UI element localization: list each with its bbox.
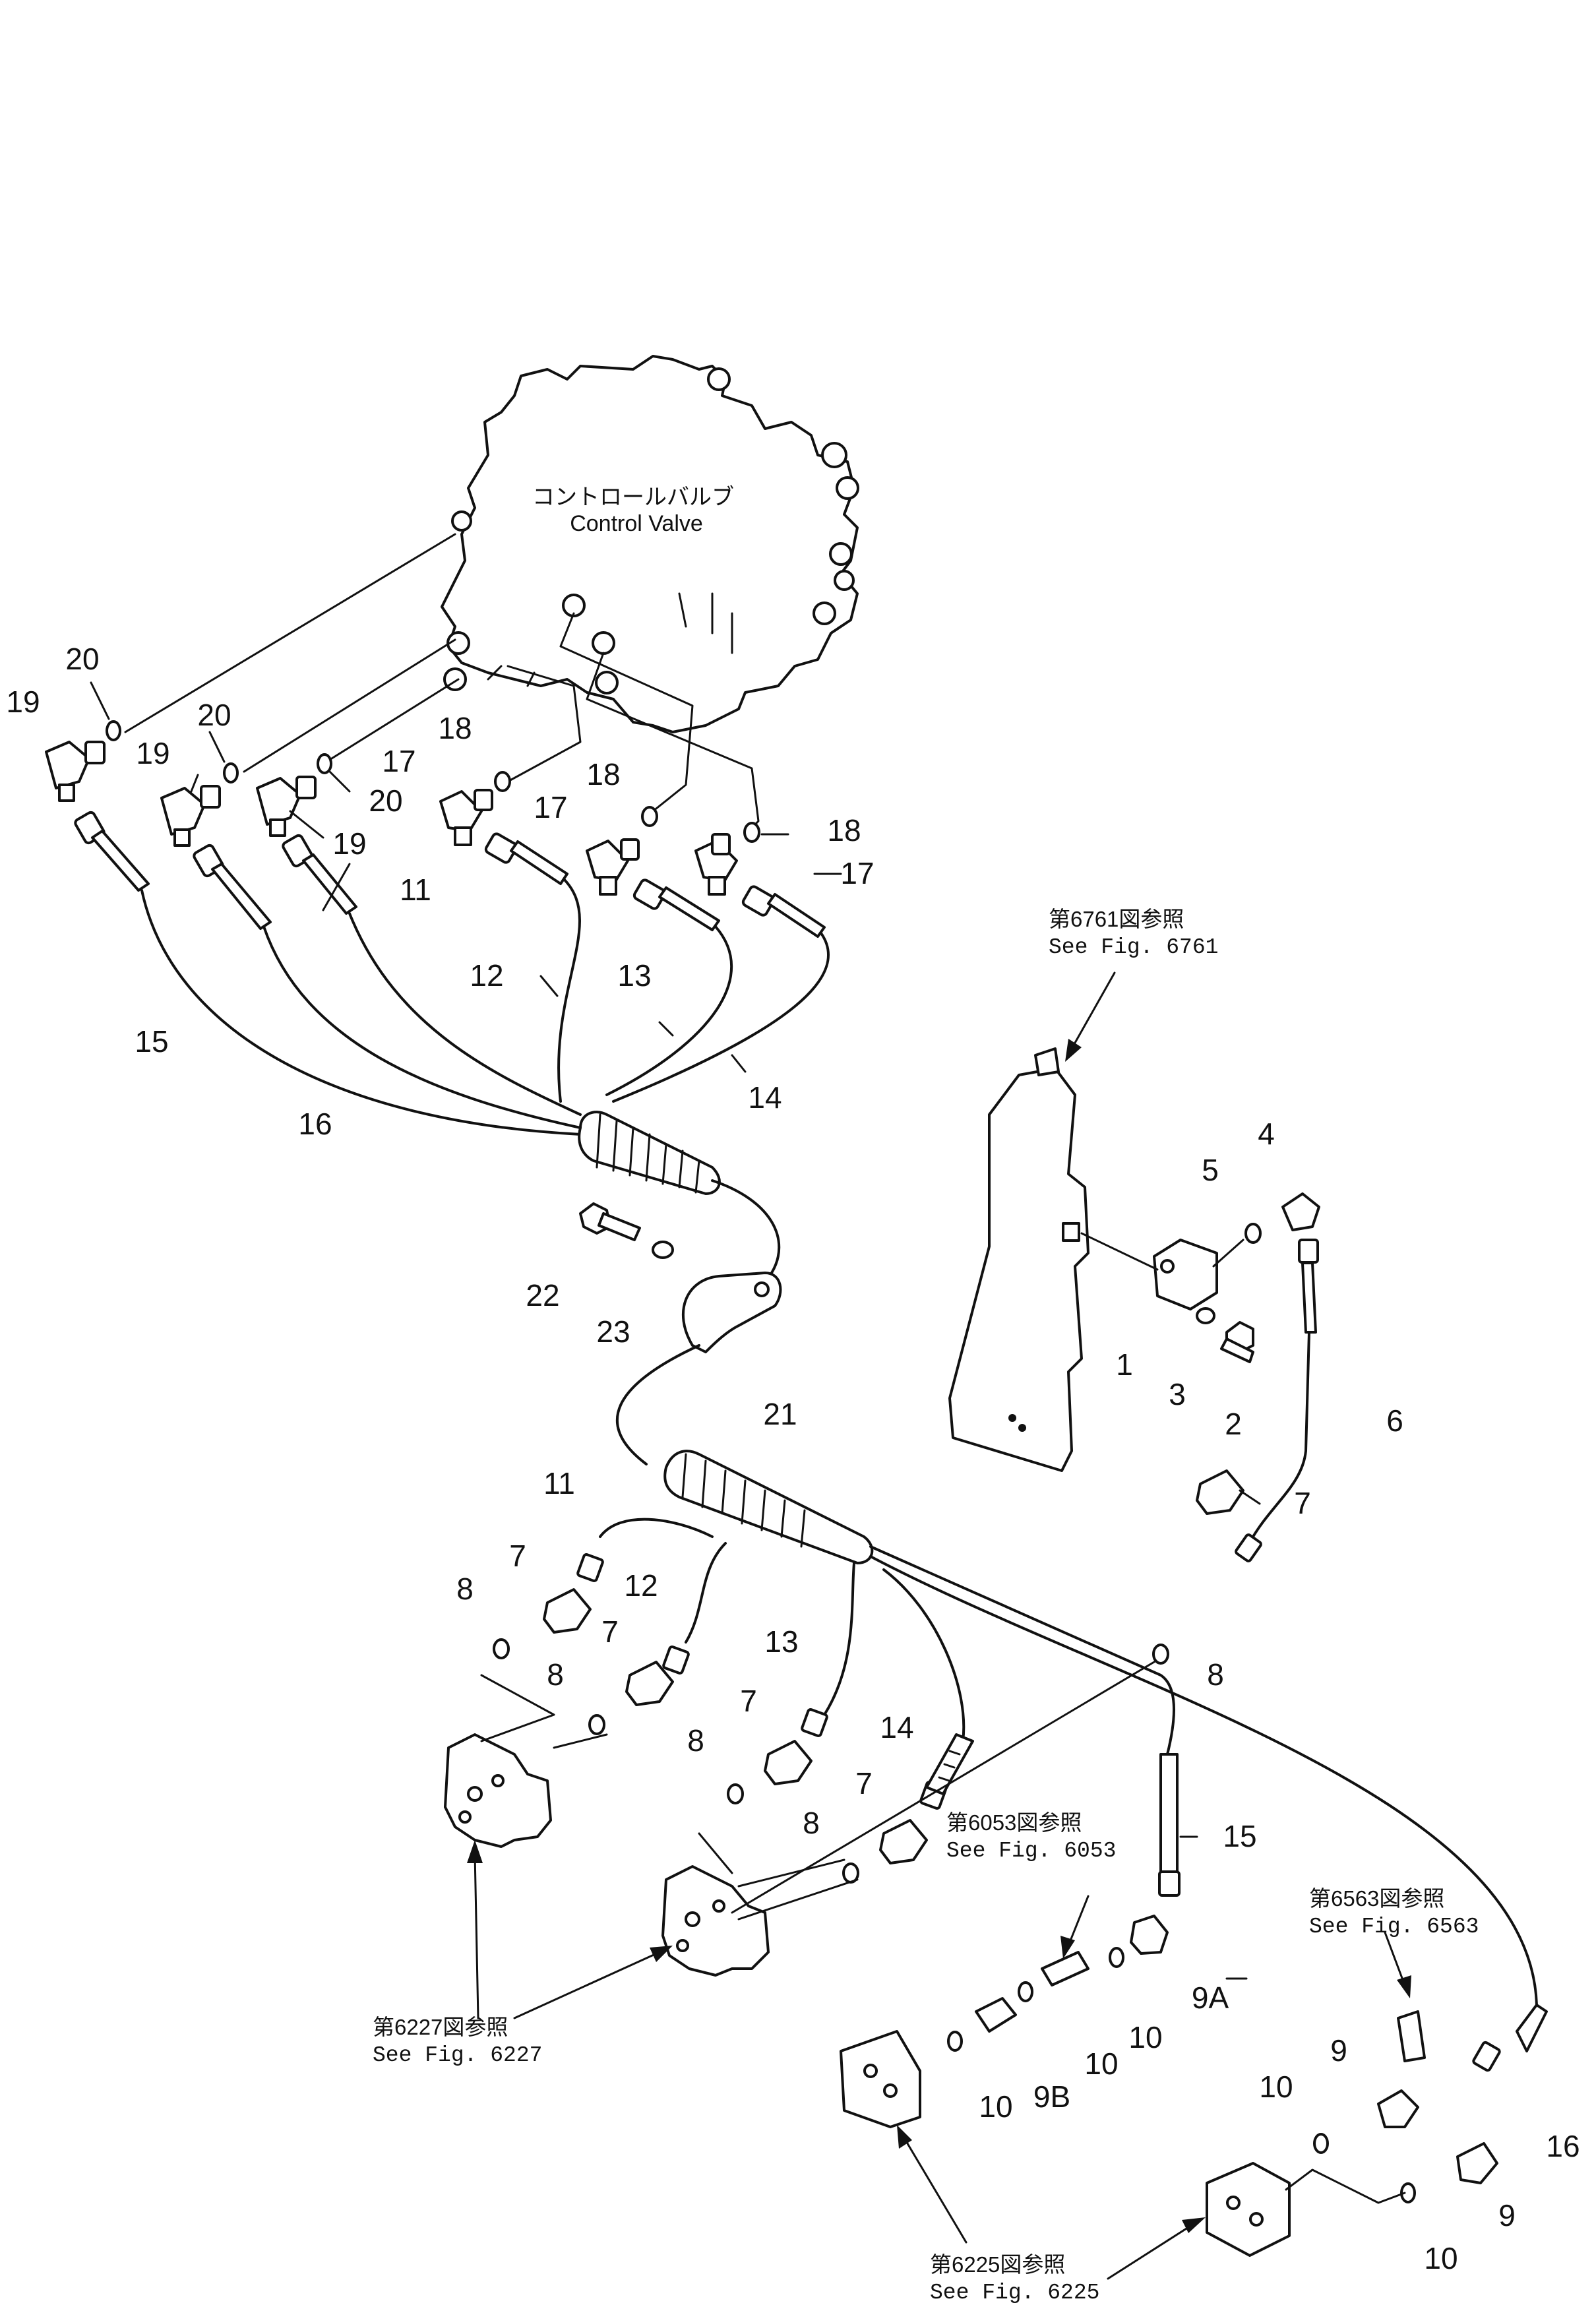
reference-arrows bbox=[467, 971, 1411, 2280]
ref-6227-jp: 第6227図参照 bbox=[373, 2015, 508, 2039]
ref-6761-en: See Fig. 6761 bbox=[1049, 935, 1218, 960]
ref-6761-jp: 第6761図参照 bbox=[1049, 907, 1184, 931]
clamp-assembly bbox=[579, 1202, 782, 1465]
ref-6225-en: See Fig. 6225 bbox=[930, 2281, 1099, 2305]
callout-8: 8 bbox=[1207, 1657, 1224, 1692]
ref-6053-jp: 第6053図参照 bbox=[946, 1810, 1082, 1835]
callout-leaders bbox=[90, 681, 1261, 1980]
callout-9B: 9B bbox=[1033, 2079, 1070, 2114]
callout-7: 7 bbox=[855, 1766, 873, 1800]
callout-13: 13 bbox=[764, 1624, 798, 1659]
callout-20: 20 bbox=[369, 784, 402, 818]
lower-fittings bbox=[840, 1753, 1548, 2257]
fig-6225-reference: 第6225図参照 See Fig. 6225 bbox=[930, 2252, 1099, 2305]
callout-10: 10 bbox=[1424, 2241, 1458, 2275]
callout-14: 14 bbox=[748, 1080, 782, 1115]
callout-7: 7 bbox=[740, 1684, 757, 1718]
callout-18: 18 bbox=[827, 813, 861, 847]
hoses-upper bbox=[74, 811, 830, 1136]
callout-7: 7 bbox=[601, 1615, 619, 1649]
callout-8: 8 bbox=[547, 1657, 564, 1692]
callout-7: 7 bbox=[509, 1539, 526, 1573]
bracket-assembly bbox=[948, 1047, 1320, 1562]
callout-10: 10 bbox=[979, 2089, 1012, 2124]
callout-20: 20 bbox=[65, 642, 99, 676]
callout-19: 19 bbox=[332, 826, 366, 861]
ref-6563-jp: 第6563図参照 bbox=[1309, 1886, 1444, 1911]
fig-6053-reference: 第6053図参照 See Fig. 6053 bbox=[946, 1810, 1116, 1863]
o-rings-20 bbox=[106, 720, 332, 784]
callout-1: 1 bbox=[1116, 1347, 1133, 1382]
callout-4: 4 bbox=[1258, 1117, 1275, 1151]
callout-5: 5 bbox=[1202, 1153, 1219, 1187]
callout-3: 3 bbox=[1169, 1377, 1186, 1411]
callout-12: 12 bbox=[624, 1568, 658, 1603]
callout-21: 21 bbox=[763, 1397, 797, 1431]
control-valve-label-en: Control Valve bbox=[570, 511, 703, 536]
callout-13: 13 bbox=[617, 958, 651, 993]
callout-19: 19 bbox=[6, 685, 40, 719]
callout-9A: 9A bbox=[1192, 1981, 1229, 2015]
fig-6227-reference: 第6227図参照 See Fig. 6227 bbox=[373, 2015, 542, 2068]
callout-17: 17 bbox=[534, 790, 567, 824]
callout-8: 8 bbox=[456, 1572, 474, 1606]
fig-6761-reference: 第6761図参照 See Fig. 6761 bbox=[1049, 907, 1218, 960]
callout-17: 17 bbox=[840, 856, 874, 890]
fig-6563-reference: 第6563図参照 See Fig. 6563 bbox=[1309, 1886, 1479, 1939]
callout-18: 18 bbox=[438, 711, 472, 745]
o-rings-8 bbox=[493, 1638, 1169, 1884]
callout-numbers: 20 19 20 19 20 19 17 18 18 17 18 17 11 1… bbox=[6, 642, 1580, 2275]
ref-6563-en: See Fig. 6563 bbox=[1309, 1915, 1479, 1939]
control-valve: コントロールバルブ Control Valve bbox=[441, 355, 859, 733]
elbow-fittings-17 bbox=[439, 789, 738, 896]
callout-15: 15 bbox=[135, 1024, 168, 1059]
ref-6225-jp: 第6225図参照 bbox=[930, 2252, 1065, 2277]
callout-17: 17 bbox=[382, 744, 415, 778]
callout-16: 16 bbox=[298, 1107, 332, 1141]
spiral-wrap-lower bbox=[663, 1450, 1538, 2006]
callout-19: 19 bbox=[136, 736, 169, 770]
callout-2: 2 bbox=[1225, 1407, 1242, 1441]
ref-6053-en: See Fig. 6053 bbox=[946, 1839, 1116, 1863]
ref-6227-en: See Fig. 6227 bbox=[373, 2043, 542, 2068]
callout-9: 9 bbox=[1498, 2198, 1516, 2232]
control-valve-label-jp: コントロールバルブ bbox=[532, 485, 734, 510]
callout-23: 23 bbox=[596, 1314, 630, 1349]
callout-6: 6 bbox=[1386, 1403, 1403, 1438]
elbow-fittings-7 bbox=[543, 1469, 1244, 1864]
callout-7: 7 bbox=[1294, 1486, 1311, 1520]
ppc-valve-blocks bbox=[444, 1661, 1155, 1977]
callout-10: 10 bbox=[1128, 2020, 1162, 2054]
callout-20: 20 bbox=[197, 698, 231, 732]
callout-12: 12 bbox=[470, 958, 503, 993]
callout-18: 18 bbox=[586, 757, 620, 791]
callout-11: 11 bbox=[543, 1466, 575, 1500]
callout-10: 10 bbox=[1259, 2070, 1293, 2104]
o-rings-18 bbox=[494, 771, 760, 843]
callout-8: 8 bbox=[803, 1806, 820, 1840]
callout-14: 14 bbox=[880, 1710, 913, 1744]
callout-10: 10 bbox=[1084, 2046, 1118, 2081]
spiral-wrap-upper bbox=[578, 1111, 781, 1274]
callout-15: 15 bbox=[1223, 1819, 1256, 1853]
callout-9: 9 bbox=[1330, 2033, 1347, 2068]
elbow-fittings-19 bbox=[45, 741, 317, 847]
callout-16: 16 bbox=[1546, 2129, 1580, 2163]
callout-22: 22 bbox=[526, 1278, 559, 1312]
callout-8: 8 bbox=[687, 1723, 704, 1758]
callout-11: 11 bbox=[400, 873, 431, 907]
